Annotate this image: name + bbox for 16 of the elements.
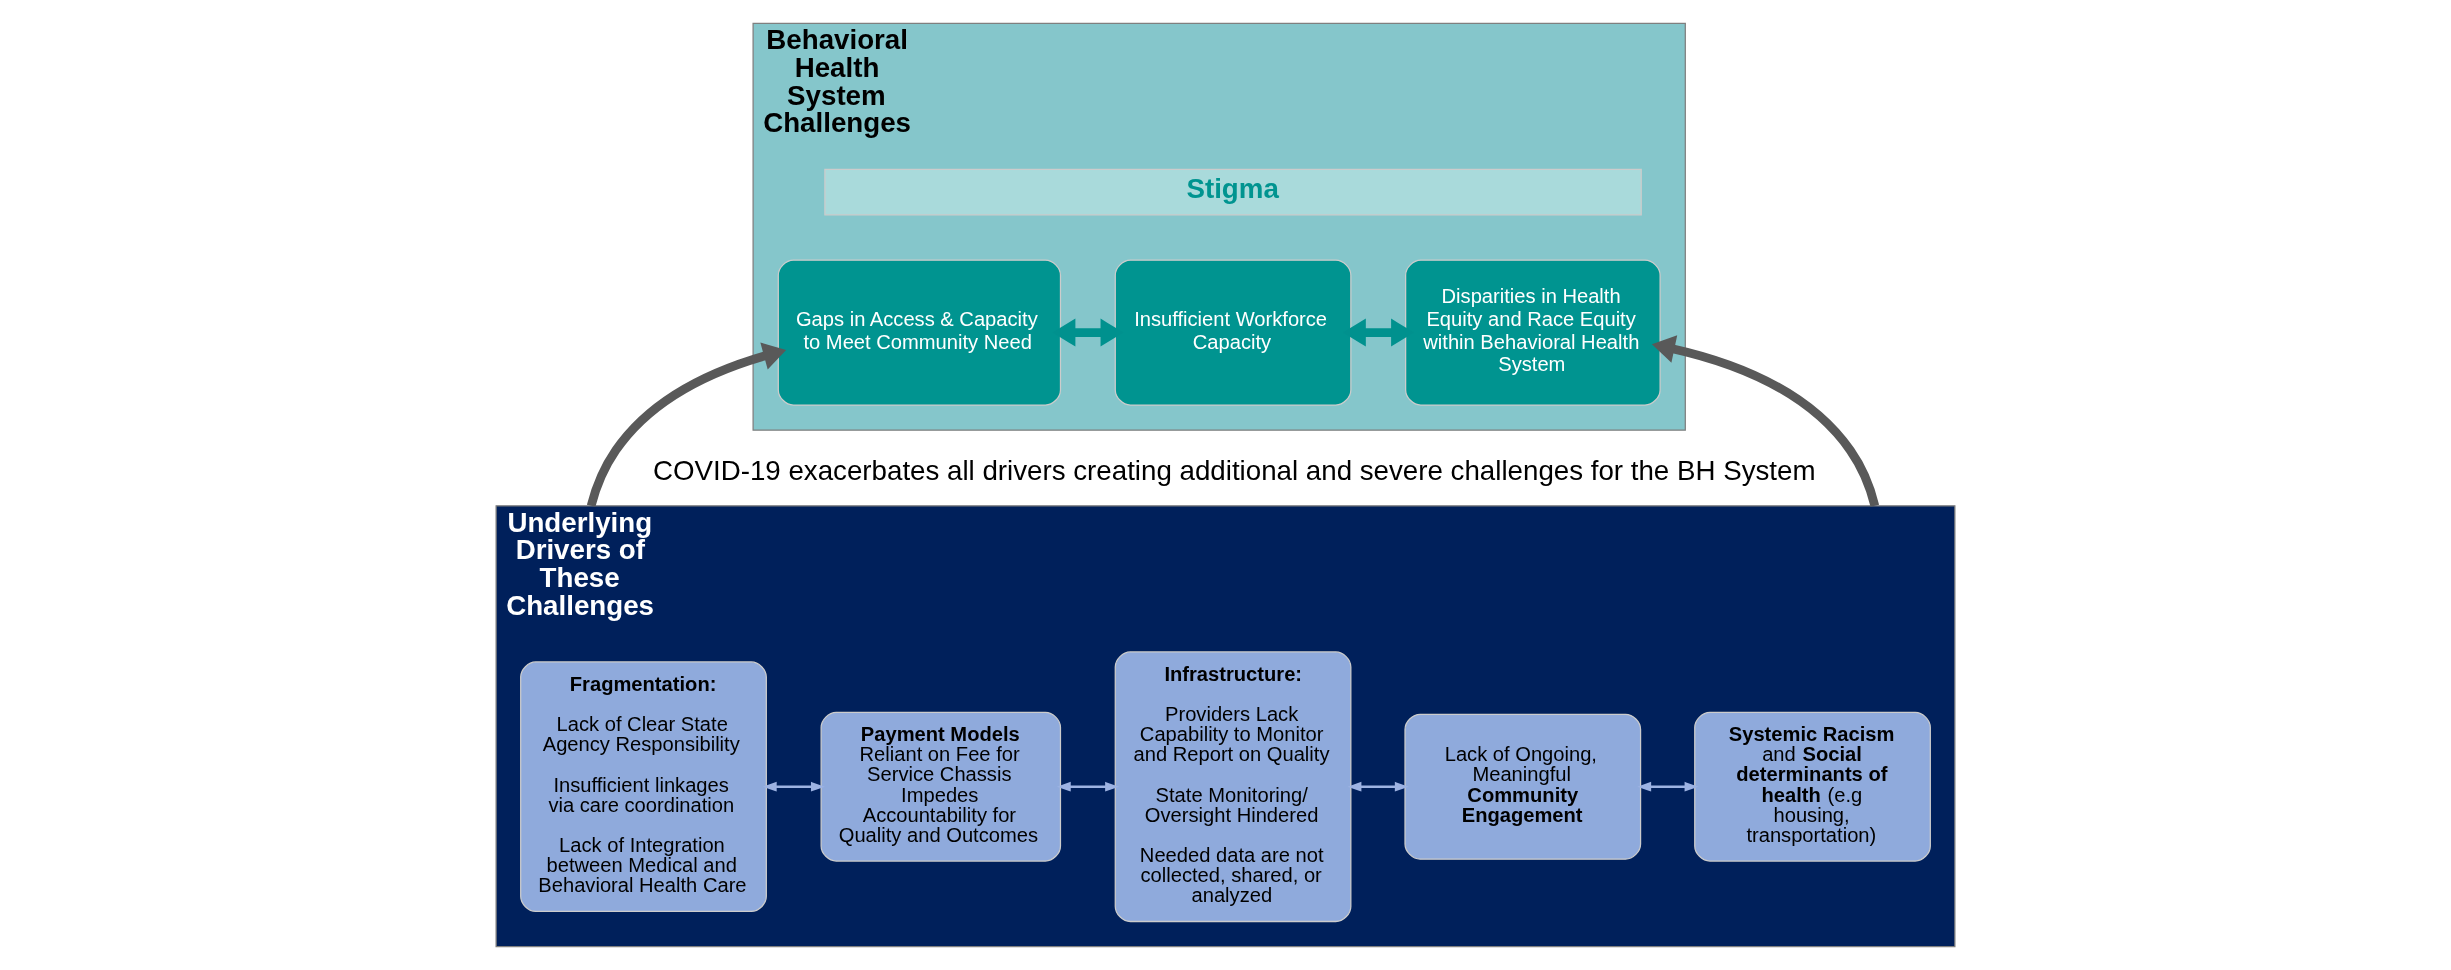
node-box: Stigma — [824, 168, 1642, 216]
node-box: Gaps in Access & Capacity to Meet Community Need — [777, 259, 1062, 406]
label: COVID-19 exacerbates all drivers creating additional and severe challenges for the BH System — [652, 455, 1816, 487]
arrow — [1056, 781, 1120, 792]
node-box: Insufficient Workforce Capacity — [1114, 259, 1352, 406]
arrow — [1651, 335, 1880, 507]
arrow — [1637, 781, 1699, 792]
node-box: Fragmentation: Lack of Clear State Agency Responsibility Insufficient linkages via care coordination Lack of Integration between Medical and Behavioral Health Care — [520, 661, 767, 913]
arrow — [762, 781, 825, 792]
arrow — [1347, 781, 1409, 792]
node-box: Systemic Racism and Social determinants of health (e.g housing, transportation) — [1694, 711, 1931, 862]
node-box: Infrastructure: Providers Lack Capability to Monitor and Report on Quality State Monitoring/ Oversight Hindered Needed data are not collected, shared, or analyzed — [1114, 651, 1352, 923]
node-box: Disparities in Health Equity and Race Equity within Behavioral Health System — [1405, 259, 1661, 406]
node-box: Lack of Ongoing, Meaningful Community Engagement — [1404, 713, 1642, 860]
node-box: Payment Models Reliant on Fee for Service Chassis Impedes Accountability for Quality and Outcomes — [820, 711, 1062, 862]
arrow — [586, 342, 787, 507]
